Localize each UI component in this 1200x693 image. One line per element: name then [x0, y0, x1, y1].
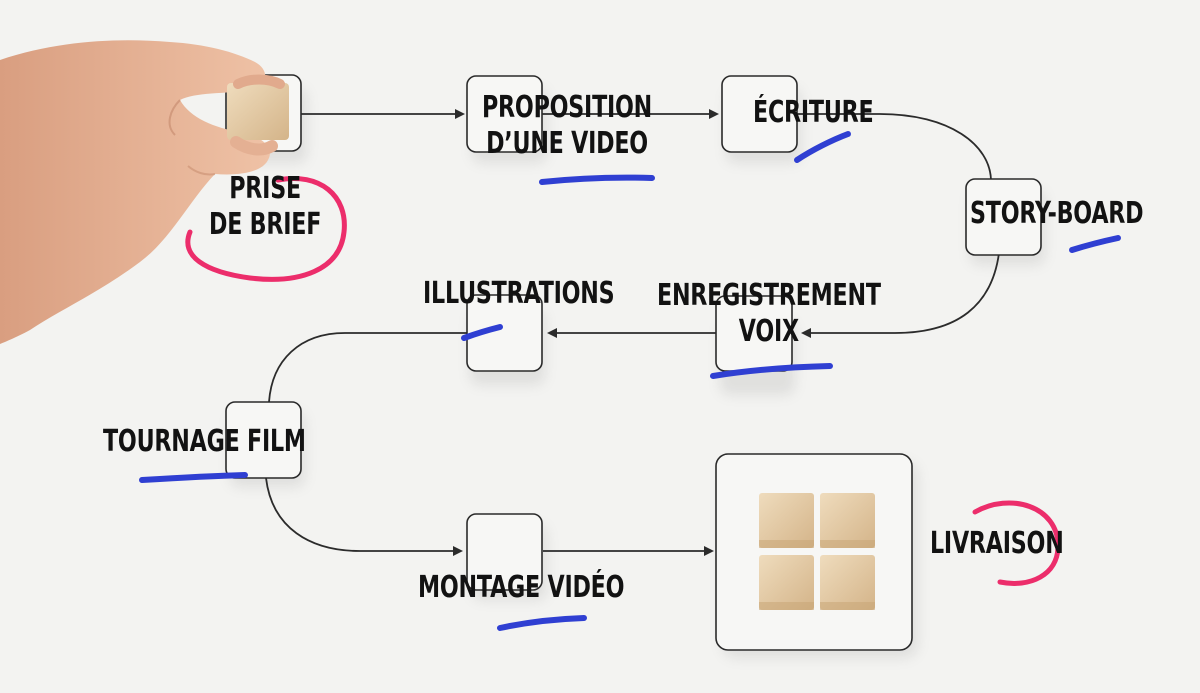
blue-underline-tournage	[139, 472, 248, 483]
box-livraison	[715, 453, 913, 651]
step-label-storyboard: STORY-BOARD	[970, 196, 1144, 231]
box-proposition	[466, 75, 543, 153]
wood-cube	[759, 555, 814, 610]
box-storyboard	[965, 178, 1042, 256]
step-label-tournage: TOURNAGE FILM	[103, 424, 306, 459]
connector-illustrations-tournage	[268, 332, 467, 403]
step-label-illustrations: ILLUSTRATIONS	[423, 276, 615, 311]
box-shadows	[230, 88, 1045, 658]
step-label-enregistrement: ENREGISTREMENT VOIX	[657, 278, 881, 349]
step-label-proposition: PROPOSITION D’UNE VIDEO	[482, 90, 653, 161]
box-tournage	[225, 401, 302, 479]
blue-underline-montage	[497, 615, 587, 631]
connector-tournage-montage	[265, 477, 463, 556]
step-label-ecriture: ÉCRITURE	[753, 95, 874, 130]
box-montage	[466, 513, 543, 591]
pink-circle-livraison	[972, 500, 1061, 586]
held-wood-cube	[227, 83, 289, 140]
step-label-prise: PRISE DE BRIEF	[209, 171, 322, 242]
box-illustrations	[466, 294, 543, 372]
wood-cube	[820, 555, 875, 610]
blue-underline-ecriture	[794, 131, 851, 163]
blue-underline-illustrations	[461, 324, 503, 341]
marker-highlights	[139, 131, 1121, 631]
connector-storyboard-enregistrement	[801, 252, 1000, 338]
blue-underline-proposition	[539, 174, 655, 185]
wood-cubes-group	[759, 493, 875, 610]
step-label-livraison: LIVRAISON	[930, 526, 1064, 561]
connector-ecriture-storyboard	[797, 113, 992, 181]
blue-underline-enregistrement	[710, 363, 833, 379]
wood-cube	[820, 493, 875, 548]
hand-illustration	[0, 40, 289, 345]
wood-cube	[759, 493, 814, 548]
connectors	[265, 109, 1000, 556]
pink-circle-prise	[185, 176, 347, 282]
step-label-montage: MONTAGE VIDÉO	[418, 570, 625, 605]
blue-underline-storyboard	[1069, 235, 1121, 253]
box-ecriture	[721, 75, 798, 153]
